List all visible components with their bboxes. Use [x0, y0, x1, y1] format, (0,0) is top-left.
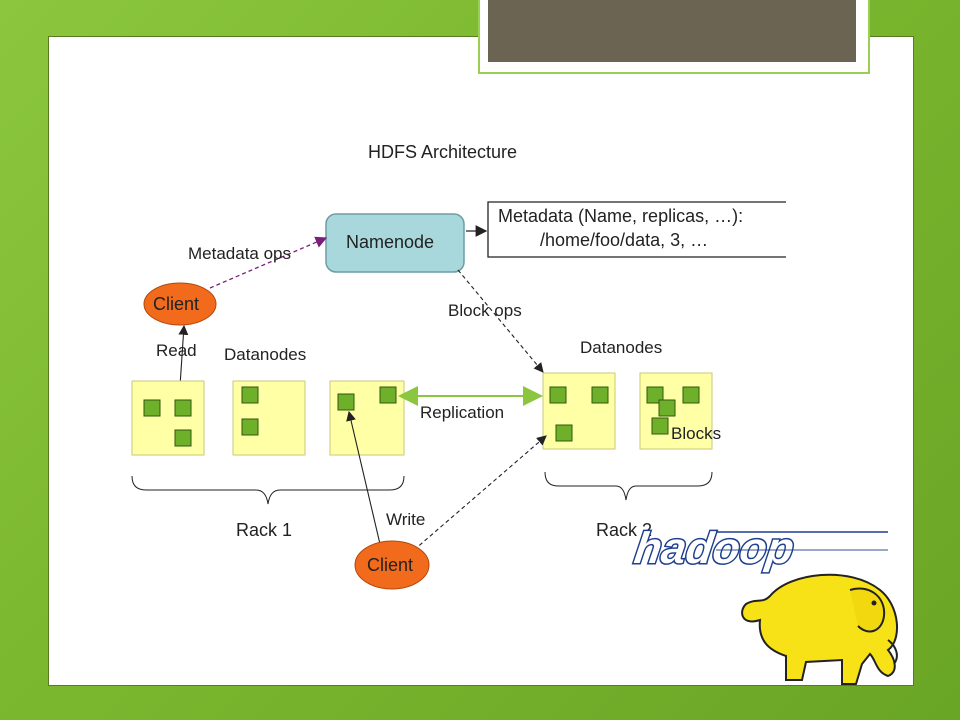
read-label: Read: [156, 341, 197, 360]
block: [174, 429, 192, 447]
rack1-brace: [131, 475, 405, 505]
metadata-line-2: /home/foo/data, 3, …: [540, 230, 708, 250]
block: [549, 386, 567, 404]
block: [241, 386, 259, 404]
rack2-brace: [544, 471, 713, 501]
client-bottom: [354, 540, 430, 590]
client-top-label: Client: [153, 294, 199, 314]
metadata-box: [487, 201, 786, 258]
slide: [48, 36, 914, 686]
namenode-label: Namenode: [346, 232, 434, 252]
block: [591, 386, 609, 404]
blocks-label: Blocks: [671, 424, 721, 443]
block: [651, 417, 669, 435]
write-label: Write: [386, 510, 425, 529]
datanodes-right-label: Datanodes: [580, 338, 662, 357]
block: [241, 418, 259, 436]
datanodes-left-label: Datanodes: [224, 345, 306, 364]
block: [682, 386, 700, 404]
hadoop-logo: hadoop: [630, 523, 888, 574]
datanode-rack2-1: [542, 372, 616, 450]
metadata-ops-label: Metadata ops: [188, 244, 291, 263]
block: [646, 386, 664, 404]
write-block-arrow: [413, 435, 547, 551]
datanode-rack1-3: [329, 380, 405, 456]
rack2-label: Rack 2: [596, 520, 652, 540]
hadoop-wordmark: hadoop: [631, 524, 797, 573]
diagram-title: HDFS Architecture: [368, 142, 517, 162]
block: [143, 399, 161, 417]
datanode-rack1-1: [131, 380, 205, 456]
block: [658, 399, 676, 417]
datanode-rack2-2: [639, 372, 713, 450]
block-ops-arrow: [457, 269, 544, 373]
write-arrow: [346, 410, 381, 545]
block: [555, 424, 573, 442]
block-ops-label: Block ops: [448, 301, 522, 320]
title-placeholder-frame: [478, 0, 870, 74]
rack1-label: Rack 1: [236, 520, 292, 540]
read-arrow: [178, 324, 189, 387]
metadata-line-1: Metadata (Name, replicas, …):: [498, 206, 743, 226]
metadata-ops-arrow: [209, 236, 328, 289]
title-placeholder: [488, 0, 856, 62]
replication-label: Replication: [420, 403, 504, 422]
block: [337, 393, 355, 411]
block: [379, 386, 397, 404]
elephant-mascot: [741, 573, 899, 685]
client-bottom-label: Client: [367, 555, 413, 575]
block: [174, 399, 192, 417]
